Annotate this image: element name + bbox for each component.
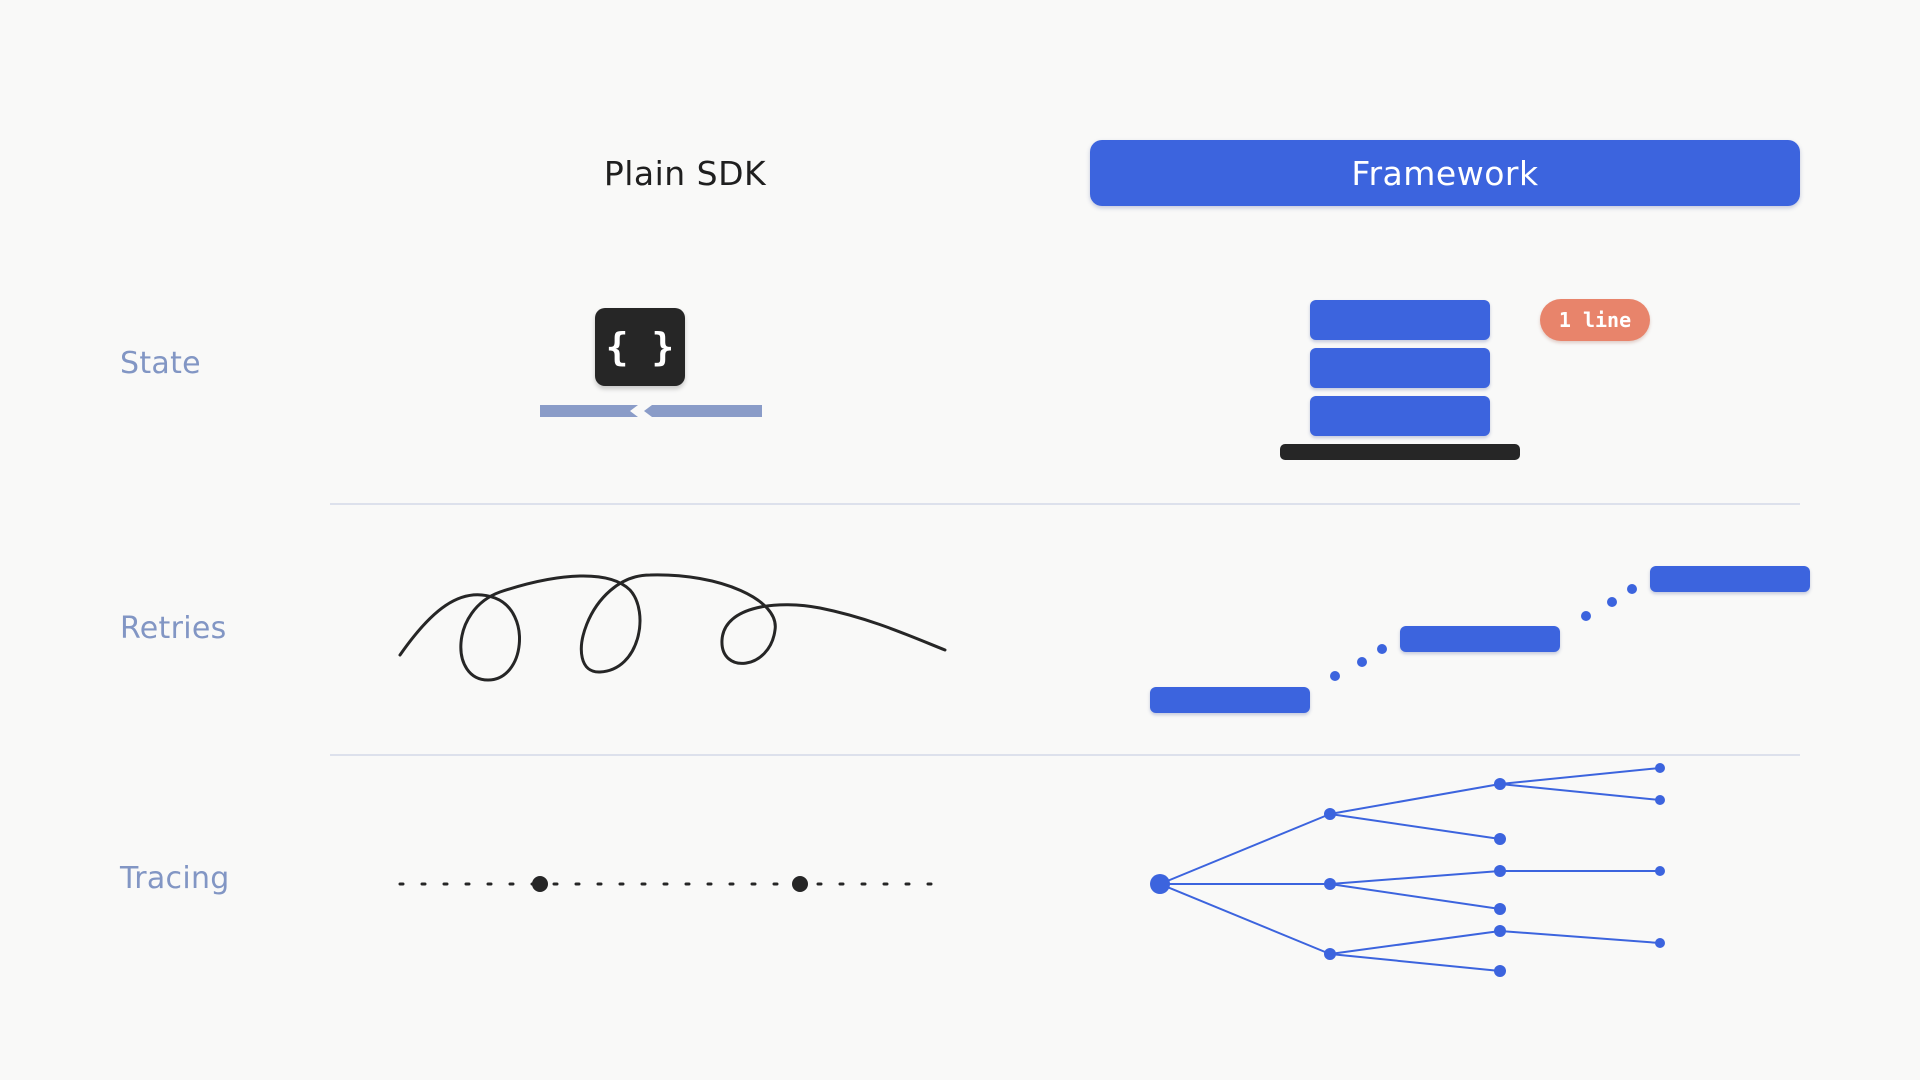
retry-dot (1627, 584, 1637, 594)
code-braces-icon: { } (595, 308, 685, 386)
broken-bar-right (644, 405, 762, 417)
trace-leaf-node (1655, 763, 1665, 773)
retries-tangled-squiggle (398, 573, 947, 682)
retry-step-2 (1400, 626, 1560, 652)
trace-tree-edges (1159, 767, 1661, 972)
retry-dot (1377, 644, 1387, 654)
broken-state-bar (540, 405, 762, 417)
state-stack-block-2 (1310, 348, 1490, 388)
state-stack-block-3 (1310, 396, 1490, 436)
row-divider-state-retries (330, 503, 1800, 505)
row-label-state: State (120, 346, 201, 381)
trace-node (1494, 925, 1506, 937)
broken-bar-left (540, 405, 638, 417)
state-stack-base (1280, 444, 1520, 460)
column-header-plain-sdk: Plain SDK (603, 153, 767, 193)
retry-step-1 (1150, 687, 1310, 713)
tracing-span-dot-1 (532, 876, 548, 892)
state-stack-block-1 (1310, 300, 1490, 340)
row-label-retries: Retries (120, 611, 227, 646)
retry-connector-dots (1330, 584, 1637, 681)
row-label-tracing: Tracing (120, 861, 230, 896)
one-line-badge: 1 line (1540, 299, 1650, 341)
trace-leaf-node (1655, 795, 1665, 805)
row-divider-retries-tracing (330, 754, 1800, 756)
trace-node (1494, 865, 1506, 877)
trace-tree-nodes (1150, 763, 1665, 977)
trace-node (1324, 948, 1336, 960)
trace-leaf-node (1655, 866, 1665, 876)
trace-node (1494, 778, 1506, 790)
retry-dot (1607, 597, 1617, 607)
retry-step-3 (1650, 566, 1810, 592)
column-header-framework: Framework (1090, 140, 1800, 206)
trace-node (1494, 965, 1506, 977)
trace-node (1494, 903, 1506, 915)
trace-node (1324, 808, 1336, 820)
retry-dot (1581, 611, 1591, 621)
trace-node (1324, 878, 1336, 890)
retry-dot (1357, 657, 1367, 667)
retry-dot (1330, 671, 1340, 681)
trace-node (1494, 833, 1506, 845)
trace-leaf-node (1655, 938, 1665, 948)
tracing-span-dot-2 (792, 876, 808, 892)
trace-root-node (1150, 874, 1170, 894)
